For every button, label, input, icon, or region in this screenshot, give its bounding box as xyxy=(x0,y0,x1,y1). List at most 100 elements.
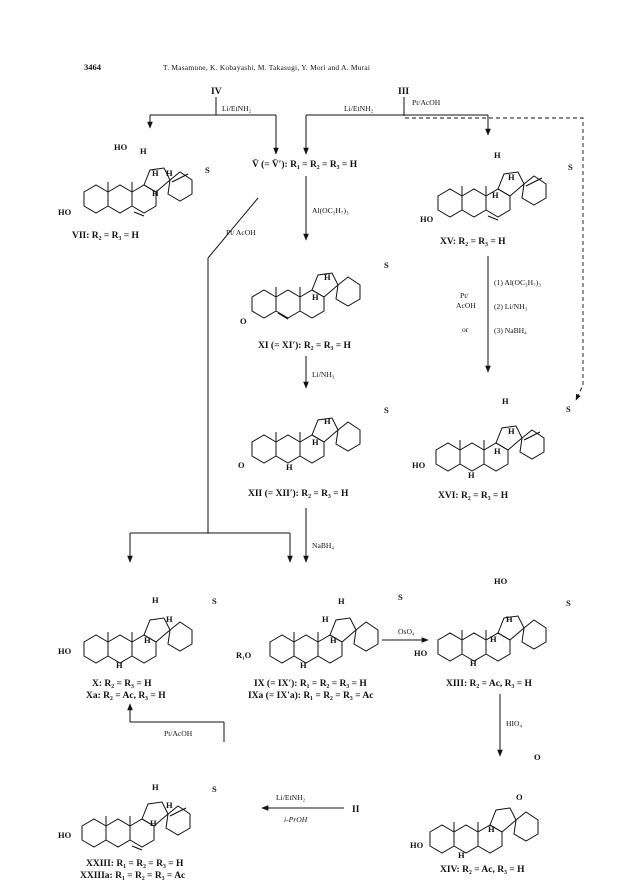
structure-xvi xyxy=(435,425,545,472)
atom-o-xi: O xyxy=(240,316,247,326)
atom-s-xiii: S xyxy=(566,598,571,608)
reagent-li-etnh2-left: Li/EtNH₂ xyxy=(222,104,252,113)
atom-h-xxiii-1: H xyxy=(152,782,159,792)
label-ix: IX (= IX′): R₁ = R₂ = R₃ = H xyxy=(254,678,367,689)
atom-h-xiii-1: H xyxy=(506,614,513,624)
atom-ho-vii: HO xyxy=(58,207,72,217)
reagent-pt-xv-2: AcOH xyxy=(456,301,476,310)
atom-s-xii: S xyxy=(384,405,389,415)
label-xxiii: XXIII: R₁ = R₂ = R₃ = H xyxy=(86,859,184,869)
reagent-pt-xv-1: Pt/ xyxy=(460,291,469,300)
structure-x xyxy=(83,617,193,664)
atom-h-xvi-1: H xyxy=(502,396,509,406)
atom-s-xv: S xyxy=(568,162,573,172)
reagent-li-nh3-mid: Li/NH₃ xyxy=(312,370,335,379)
reagent-hio4: HIO₄ xyxy=(506,719,522,728)
atom-h-xi-1: H xyxy=(324,272,331,282)
atom-h-xii-1: H xyxy=(324,416,331,426)
atom-o-xii: O xyxy=(238,460,245,470)
label-xa: Xa: R₂ = Ac, R₃ = H xyxy=(86,691,166,701)
reagent-ipr-oh: i-PrOH xyxy=(284,815,308,824)
atom-s-vii: S xyxy=(205,165,210,175)
reagent-nabh4-mid: NaBH₄ xyxy=(312,541,334,550)
atom-h-vii-2: H xyxy=(152,168,159,178)
atom-ho-xiii: HO xyxy=(414,648,428,658)
reagent-step-3: (3) NaBH₄ xyxy=(494,326,527,335)
atom-ho-xiv: HO xyxy=(410,840,424,850)
atom-h-xvi-4: H xyxy=(468,470,475,480)
atom-h-xiv-1: H xyxy=(488,824,495,834)
atom-ho-xiii-1: HO xyxy=(494,576,508,586)
reagent-or: or xyxy=(462,325,469,334)
page-number: 3464 xyxy=(84,62,102,72)
structure-ix xyxy=(269,617,379,664)
atom-h-xxiii-2: H xyxy=(166,800,173,810)
atom-ho-xxiii: HO xyxy=(58,830,72,840)
compound-ii: II xyxy=(352,805,360,815)
reagent-pt-acoh-top: Pt/AcOH xyxy=(412,98,441,107)
atom-h-xv-2: H xyxy=(508,172,515,182)
atom-h-xiii-2: H xyxy=(490,634,497,644)
atom-h-ix-3: H xyxy=(330,635,337,645)
running-authors: T. Masamune, K. Kobayashi, M. Takasugi, … xyxy=(163,63,370,72)
atom-h-ix-4: H xyxy=(300,660,307,670)
label-vii: VII: R₂ = R₃ = H xyxy=(72,231,140,241)
atom-h-xiii-3: H xyxy=(470,658,477,668)
structure-xiv xyxy=(429,807,539,854)
label-xvi: XVI: R₂ = R₃ = H xyxy=(438,491,509,501)
atom-h-ix-1: H xyxy=(338,596,345,606)
atom-h-x-2: H xyxy=(166,614,173,624)
reagent-pt-acoh-diag: Pt/ AcOH xyxy=(226,228,256,237)
atom-h-xi-2: H xyxy=(312,292,319,302)
reagent-step-2: (2) Li/NH₃ xyxy=(494,302,528,311)
atom-h-vii-1: H xyxy=(140,146,147,156)
atom-h-ix-2: H xyxy=(322,614,329,624)
atom-h-vii-4: H xyxy=(152,188,159,198)
structure-vii xyxy=(83,167,193,217)
atom-h-xvi-2: H xyxy=(508,426,515,436)
structure-xi xyxy=(251,272,361,320)
reagent-oso4: OsO₄ xyxy=(398,627,415,636)
atom-o-xiv-2: O xyxy=(516,792,523,802)
atom-ho-vii-11: HO xyxy=(114,142,128,152)
label-xxiiia: XXIIIa: R₁ = R₂ = R₃ = Ac xyxy=(80,871,185,881)
atom-h-xii-2: H xyxy=(312,437,319,447)
atom-h-xvi-3: H xyxy=(494,446,501,456)
label-v: V̄ (= V̄′): R₁ = R₂ = R₃ = H xyxy=(252,159,358,170)
structure-xii xyxy=(251,417,361,464)
atom-ho-x: HO xyxy=(58,646,72,656)
compound-iv: IV xyxy=(211,87,222,97)
structure-xxiii xyxy=(81,801,191,851)
atom-r1o-ix: R₁O xyxy=(236,650,252,660)
atom-h-xii-3: H xyxy=(286,462,293,472)
reagent-li-etnh2-right: Li/EtNH₂ xyxy=(344,104,374,113)
label-ixa: IXa (= IX′a): R₁ = R₂ = R₃ = Ac xyxy=(248,690,374,701)
atom-h-xv-3: H xyxy=(492,190,499,200)
atom-o-xiv-1: O xyxy=(534,752,541,762)
atom-h-xxiii-3: H xyxy=(150,818,157,828)
reagent-step-1: (1) Al(OC₃H₇)₃ xyxy=(494,278,541,287)
atom-s-x: S xyxy=(212,596,217,606)
atom-ho-xv: HO xyxy=(420,214,434,224)
atom-s-ix: S xyxy=(398,592,403,602)
atom-h-x-3: H xyxy=(144,635,151,645)
reagent-al-oipr: Al(OC₃H₇)₃ xyxy=(312,206,349,215)
label-xiv: XIV: R₂ = Ac, R₃ = H xyxy=(440,865,525,875)
atom-h-xv-1: H xyxy=(494,150,501,160)
label-xv: XV: R₂ = R₃ = H xyxy=(440,237,506,247)
label-xii: XII (= XII′): R₂ = R₃ = H xyxy=(248,488,349,499)
reagent-pt-acoh-bottom: Pt/AcOH xyxy=(164,729,193,738)
atom-h-x-1: H xyxy=(152,595,159,605)
structure-xv xyxy=(437,171,547,221)
reagent-li-etnh2-bottom: Li/EtNH₂ xyxy=(276,793,306,802)
atom-s-xvi: S xyxy=(566,404,571,414)
atom-h-xiv-2: H xyxy=(458,850,465,860)
atom-s-xi: S xyxy=(384,260,389,270)
atom-s-xxiii: S xyxy=(212,784,217,794)
atom-ho-xvi: HO xyxy=(412,460,426,470)
label-x: X: R₂ = R₃ = H xyxy=(92,679,152,689)
atom-h-x-4: H xyxy=(116,660,123,670)
label-xiii: XIII: R₂ = Ac, R₃ = H xyxy=(446,679,533,689)
atom-h-vii-3: H xyxy=(166,168,173,178)
